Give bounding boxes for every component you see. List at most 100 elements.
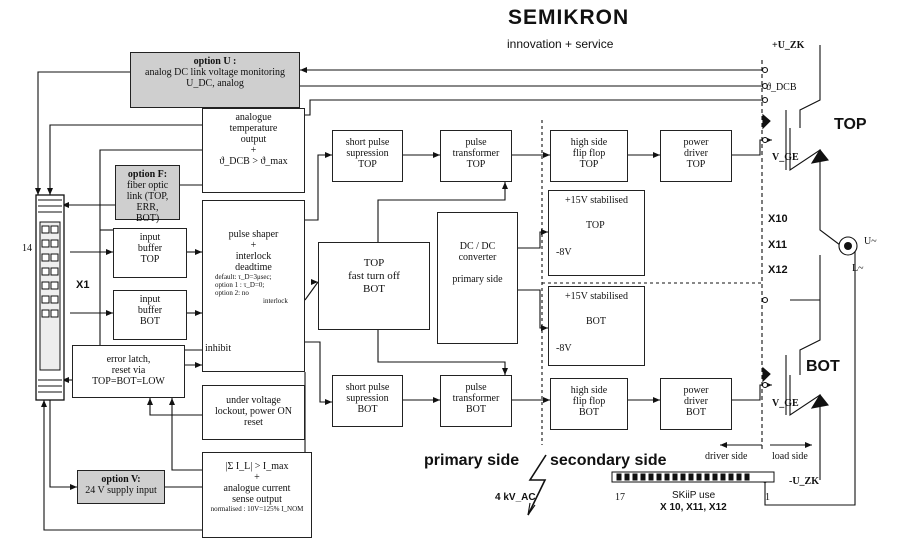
pd-top-line: driver xyxy=(684,148,708,159)
stabilised-bot-block: +15V stabilised xyxy=(548,286,645,366)
error-latch-line: TOP=BOT=LOW xyxy=(92,376,165,387)
uzk-minus-label: -U_ZK xyxy=(789,476,819,487)
dcdc-line: DC / DC xyxy=(459,241,496,252)
short-pulse-top-line: TOP xyxy=(358,159,377,170)
temp-line: output xyxy=(240,134,267,145)
uv-line: reset xyxy=(244,417,263,428)
input-buffer-top-line: buffer xyxy=(137,243,163,254)
input-buffer-bot-line: input xyxy=(139,294,161,305)
pd-top-line: TOP xyxy=(686,159,706,170)
uv-line: under voltage xyxy=(226,395,281,406)
power-driver-top: power driver TOP xyxy=(660,130,732,182)
brand-tagline: innovation + service xyxy=(507,37,614,51)
input-buffer-bot: input buffer BOT xyxy=(113,290,187,340)
pt-bot-line: transformer xyxy=(452,393,500,404)
hs-top-line: TOP xyxy=(579,159,599,170)
pin14-label: 14 xyxy=(22,243,32,254)
option-f-title: option F: xyxy=(127,169,168,180)
skiip-connectors-label: X 10, X11, X12 xyxy=(660,502,727,513)
temperature-block: analogue temperature output + ϑ_DCB > ϑ_… xyxy=(202,108,305,193)
option-u-block: option U : analog DC link voltage monito… xyxy=(130,52,300,108)
option-f-line: BOT) xyxy=(135,213,160,224)
stab-top-title: +15V stabilised xyxy=(565,195,628,206)
pulse-shaper-option: interlock xyxy=(263,297,288,305)
flip-flop-bot: high side flip flop BOT xyxy=(550,378,628,430)
short-pulse-top: short pulse supression TOP xyxy=(332,130,403,182)
top-switch-label: TOP xyxy=(834,116,867,133)
pulse-shaper-option: option 2: no xyxy=(215,289,249,297)
power-driver-bot: power driver BOT xyxy=(660,378,732,430)
option-u-line: analog DC link voltage monitoring xyxy=(145,67,285,78)
vge-bot-label: V_GE xyxy=(772,398,799,409)
input-buffer-top-line: TOP xyxy=(140,254,160,265)
pulse-shaper-line: + xyxy=(250,240,257,251)
pt-bot-line: pulse xyxy=(465,382,487,393)
pulse-transformer-bot: pulse transformer BOT xyxy=(440,375,512,427)
pt-top-line: transformer xyxy=(452,148,500,159)
fast-turn-off-line: TOP xyxy=(363,257,385,269)
pd-bot-line: power xyxy=(683,385,709,396)
hs-bot-line: BOT xyxy=(579,407,599,418)
pt-top-line: pulse xyxy=(465,137,487,148)
current-line: |Σ I_L| > I_max xyxy=(225,461,289,472)
error-latch-block: error latch, reset via TOP=BOT=LOW xyxy=(72,345,185,398)
pulse-shaper-line: interlock xyxy=(235,251,272,262)
u-out-label: U~ xyxy=(864,236,877,247)
dcdc-line xyxy=(438,263,517,274)
input-buffer-top-line: input xyxy=(139,232,161,243)
option-f-line: fiber optic xyxy=(126,180,169,191)
fast-turn-off-line: fast turn off xyxy=(348,270,400,282)
short-pulse-bot-line: supression xyxy=(346,393,389,404)
pd-top-line: power xyxy=(683,137,709,148)
stab-bot-name: BOT xyxy=(586,316,606,327)
uzk-plus-label: +U_ZK xyxy=(772,40,805,51)
current-line: sense output xyxy=(232,494,282,505)
brand-logo: SEMIKRON xyxy=(508,6,630,29)
under-voltage-block: under voltage lockout, power ON reset xyxy=(202,385,305,440)
pin1-label: 1 xyxy=(765,492,770,503)
pd-bot-line: driver xyxy=(684,396,708,407)
secondary-side-label: secondary side xyxy=(550,452,667,469)
stab-top-name: TOP xyxy=(586,220,605,231)
l-out-label: L~ xyxy=(852,263,864,274)
pd-bot-line: BOT xyxy=(686,407,706,418)
vge-top-label: V_GE xyxy=(772,152,799,163)
driver-side-label: driver side xyxy=(705,451,748,462)
pulse-shaper-line: pulse shaper xyxy=(228,229,279,240)
option-f-line: link (TOP, ERR, xyxy=(126,191,169,213)
pt-bot-line: BOT xyxy=(466,404,486,415)
skiip-use-label: SKiiP use xyxy=(672,490,716,501)
pin17-label: 17 xyxy=(615,492,625,503)
dcdc-line: primary side xyxy=(452,274,503,285)
pulse-shaper-option: option 1 : τ_D=0; xyxy=(215,281,265,289)
temp-line: ϑ_DCB > ϑ_max xyxy=(219,156,288,167)
pulse-shaper-option: default: τ_D=3μsec; xyxy=(215,273,272,281)
error-latch-line: error latch, xyxy=(106,354,151,365)
primary-side-label: primary side xyxy=(424,452,520,469)
hs-bot-line: flip flop xyxy=(572,396,606,407)
pt-top-line: TOP xyxy=(466,159,486,170)
stab-bot-title: +15V stabilised xyxy=(565,291,628,302)
error-latch-line: reset via xyxy=(111,365,146,376)
fast-turn-off-line: BOT xyxy=(363,283,385,295)
short-pulse-top-line: short pulse xyxy=(345,137,390,148)
x10-label: X10 xyxy=(768,213,788,225)
load-side-label: load side xyxy=(772,451,808,462)
input-buffer-bot-line: buffer xyxy=(137,305,163,316)
option-v-title: option V: xyxy=(101,474,141,485)
stab-bot-neg: -8V xyxy=(556,343,572,354)
current-normalised: normalised : 10V=125% I_NOM xyxy=(210,505,304,513)
option-f-block: option F: fiber optic link (TOP, ERR, BO… xyxy=(115,165,180,224)
current-line: analogue current xyxy=(223,483,291,494)
option-u-title: option U : xyxy=(193,56,237,67)
hs-top-line: flip flop xyxy=(572,148,606,159)
current-line: + xyxy=(254,472,260,483)
option-v-line: 24 V supply input xyxy=(85,485,157,496)
short-pulse-bot: short pulse supression BOT xyxy=(332,375,403,427)
pulse-shaper-line: deadtime xyxy=(235,262,272,273)
input-buffer-top: input buffer TOP xyxy=(113,228,187,278)
temp-line: + xyxy=(250,145,257,156)
bot-switch-label: BOT xyxy=(806,358,840,375)
x11-label: X11 xyxy=(768,239,787,251)
